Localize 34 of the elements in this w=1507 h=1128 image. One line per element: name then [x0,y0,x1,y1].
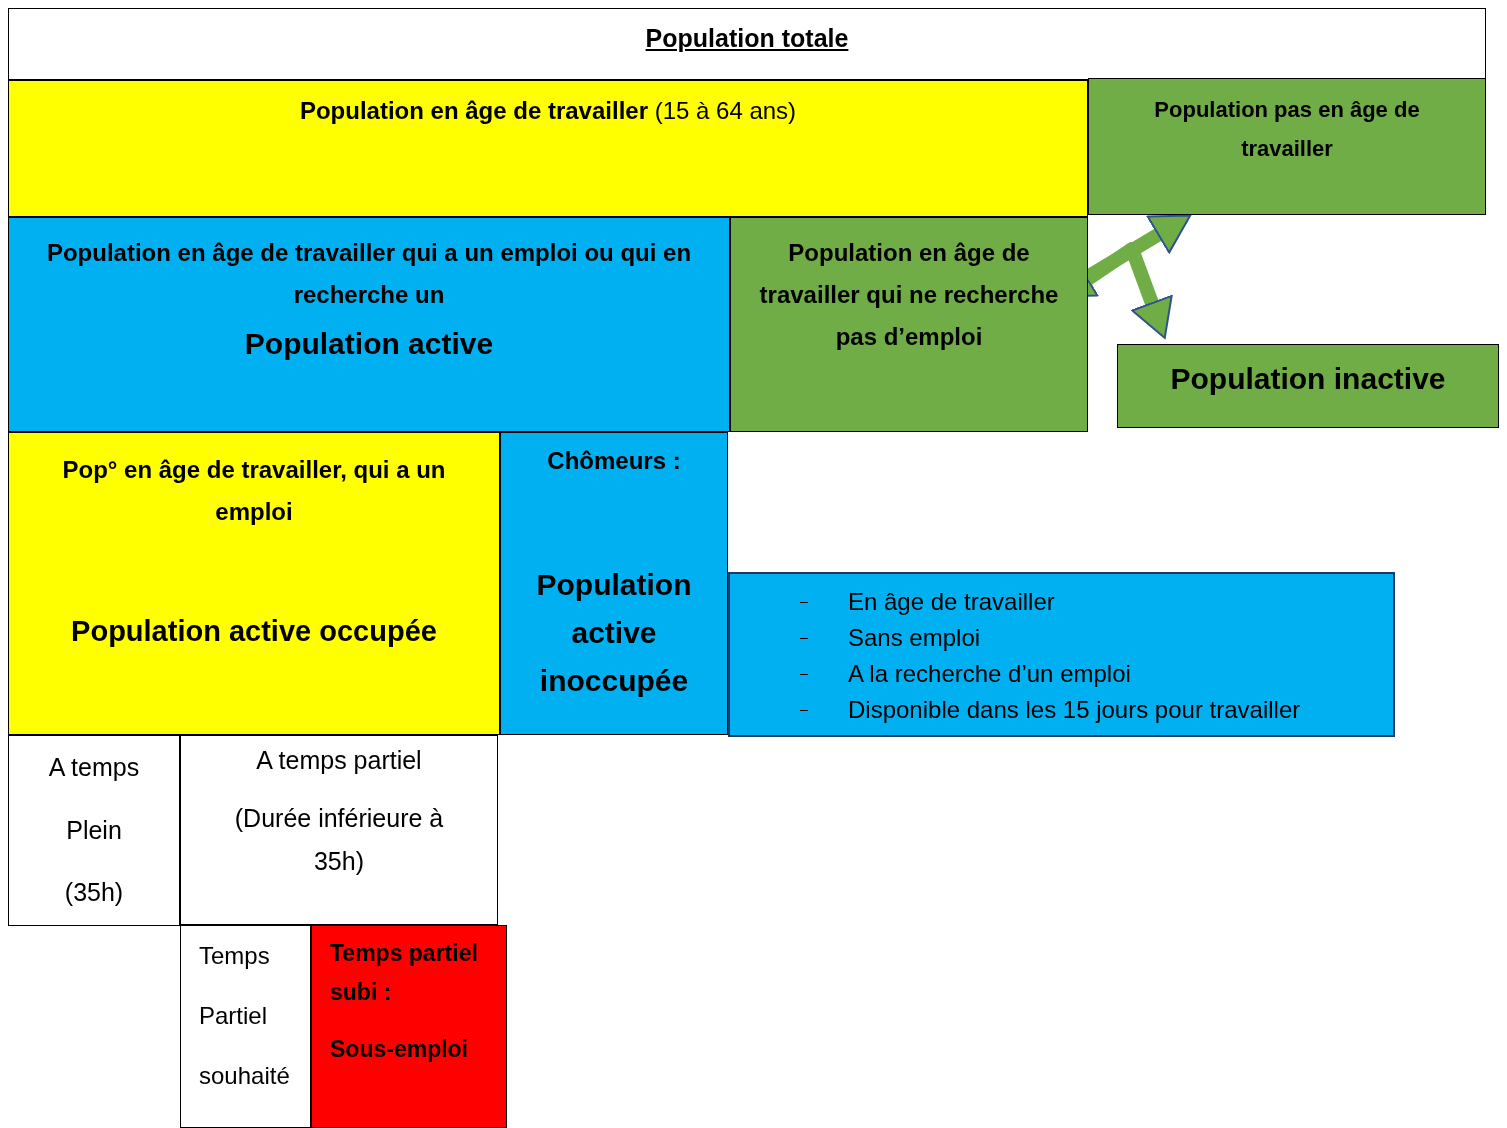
node-label: Population en âge de travailler (15 à 64 ans) [299,96,797,126]
definition-box [728,572,1395,737]
node-label: Population en âge de travailler qui ne recherche pas d’emploi [758,238,1060,352]
category-box [180,735,498,925]
category-box [311,925,507,1128]
node-label: Population en âge de travailler qui a un emploi ou qui en recherche un [45,238,693,310]
category-box [500,432,728,735]
category-box [8,217,730,432]
node-label: A temps Plein (35h) [47,752,141,908]
node-label: Pop° en âge de travailler, qui a un emploi [61,455,447,527]
category-band [8,80,1088,217]
list-item: A la recherche d’un emploi [848,660,1131,688]
node-label: A temps partiel [256,745,422,776]
node-subtitle: Population active inoccupée [535,566,693,699]
node-subtitle: Population active occupée [71,614,437,649]
list-item: En âge de travailler [848,588,1055,616]
node-subtitle: (Durée inférieure à 35h) [233,802,445,878]
node-label: Population inactive [1170,361,1446,397]
category-box [8,735,180,926]
node-label: Chômeurs : [547,447,681,476]
title-bar [8,8,1486,80]
list-item: Disponible dans les 15 jours pour travailler [848,696,1301,724]
node-label: Temps partiel subi : [330,939,479,1008]
node-label: Population pas en âge de travailler [1153,96,1421,163]
category-box [1088,78,1486,215]
category-box [180,925,311,1128]
title: Population totale [645,23,849,53]
node-subtitle: Population active [244,326,494,362]
node-subtitle: Sous-emploi [330,1036,468,1064]
list-item: Sans emploi [848,624,981,652]
node-label: Temps Partiel souhaité [199,941,291,1091]
category-box [1117,344,1499,428]
category-box [8,432,500,735]
category-box [730,217,1088,432]
